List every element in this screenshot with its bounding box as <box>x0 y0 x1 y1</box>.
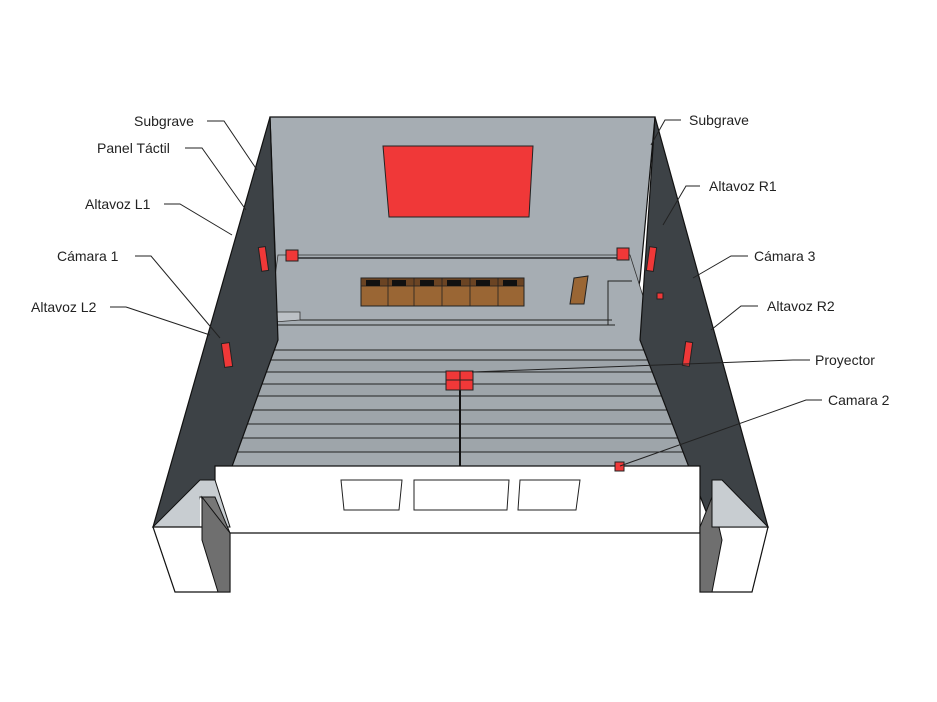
label-panel-tactil: Panel Táctil <box>97 140 170 156</box>
label-altavoz-r2: Altavoz R2 <box>767 298 835 314</box>
altavoz-l1-device <box>257 245 270 272</box>
label-camara-2: Camara 2 <box>828 392 890 408</box>
lectern <box>569 275 589 305</box>
desk <box>360 277 525 307</box>
altavoz-r2-device <box>681 340 694 367</box>
label-altavoz-r1: Altavoz R1 <box>709 178 777 194</box>
label-camara-1: Cámara 1 <box>57 248 119 264</box>
equipment <box>220 245 694 472</box>
front-wall <box>151 465 770 593</box>
camara-2-device <box>614 461 625 472</box>
panel-tactil-device <box>285 249 299 262</box>
leader-lines <box>110 119 822 467</box>
tiered-steps <box>221 349 703 467</box>
camara-3-device <box>656 292 664 300</box>
label-altavoz-l1: Altavoz L1 <box>85 196 151 212</box>
altavoz-r1-device <box>645 246 658 273</box>
projection-screen <box>382 145 534 218</box>
label-subgrave-left: Subgrave <box>134 113 194 129</box>
subwoofer-right-device <box>616 247 630 261</box>
label-camara-3: Cámara 3 <box>754 248 816 264</box>
altavoz-l2-device <box>220 341 234 369</box>
label-proyector: Proyector <box>815 352 875 368</box>
label-altavoz-l2: Altavoz L2 <box>31 299 97 315</box>
label-subgrave-right: Subgrave <box>689 112 749 128</box>
